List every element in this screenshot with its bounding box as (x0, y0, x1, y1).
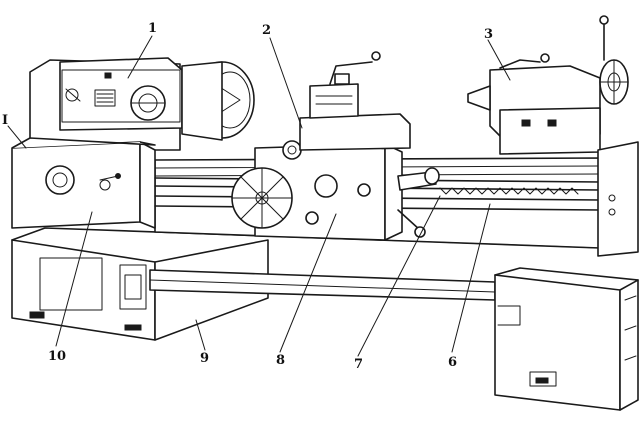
label-6: 6 (448, 355, 457, 370)
label-1: 1 (148, 21, 157, 36)
feed-gearbox (11, 137, 156, 229)
label-7: 7 (354, 357, 363, 372)
leader-lines (7, 35, 511, 357)
headstock (29, 57, 255, 151)
label-3: 3 (484, 27, 493, 42)
bed-base (11, 227, 639, 411)
label-10: 10 (48, 349, 66, 364)
label-2: 2 (262, 23, 271, 38)
label-i: I (2, 113, 8, 128)
carriage-apron (231, 51, 440, 241)
label-8: 8 (276, 353, 285, 368)
callouts: 1 2 3 I 10 9 8 7 6 (2, 21, 493, 372)
end-bracket (597, 141, 639, 257)
label-9: 9 (200, 351, 209, 366)
tailstock (467, 15, 629, 155)
